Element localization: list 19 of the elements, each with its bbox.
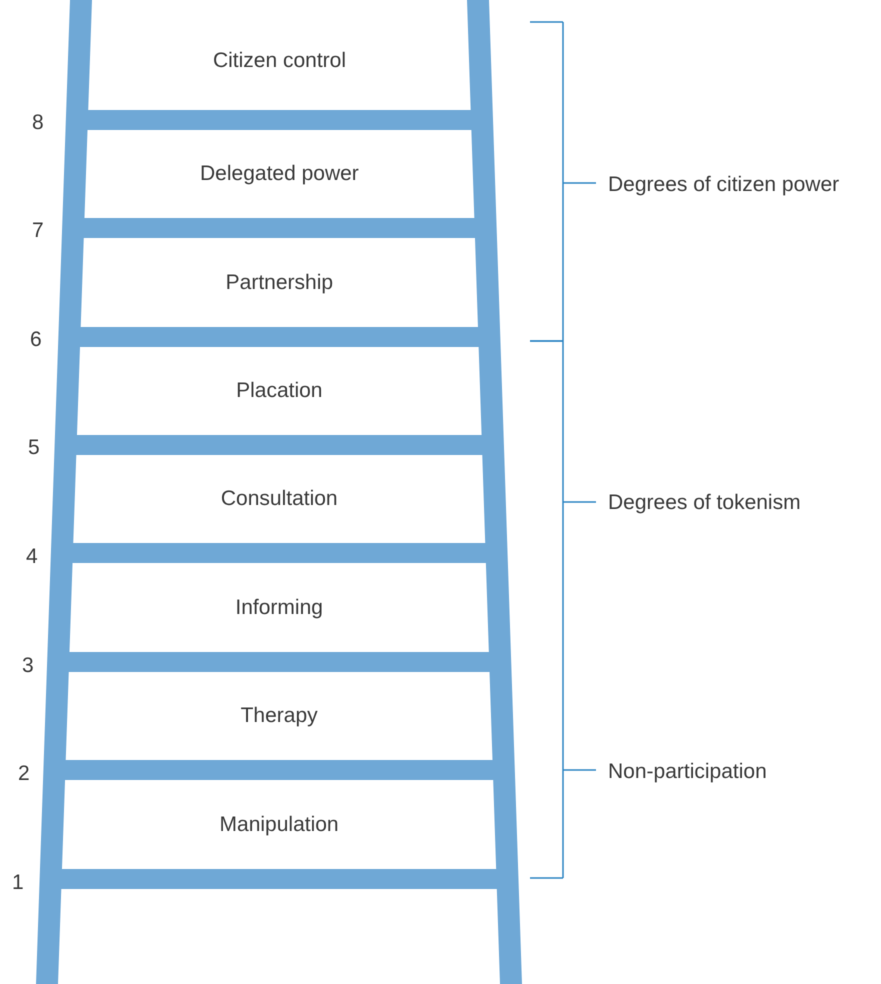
rung-label: Delegated power bbox=[90, 130, 468, 218]
rung-label: Partnership bbox=[86, 238, 472, 327]
rung-label: Placation bbox=[82, 347, 476, 435]
step-number: 7 bbox=[32, 219, 44, 243]
step-number: 3 bbox=[22, 654, 34, 678]
step-number: 2 bbox=[18, 762, 30, 786]
rung-label: Therapy bbox=[71, 672, 487, 760]
rung-label: Citizen control bbox=[94, 12, 465, 110]
step-number: 5 bbox=[28, 436, 40, 460]
step-number: 4 bbox=[26, 545, 38, 569]
step-number: 8 bbox=[32, 111, 44, 135]
bracket-label: Degrees of tokenism bbox=[608, 491, 801, 515]
rung-label: Informing bbox=[75, 563, 484, 652]
step-number: 6 bbox=[30, 328, 42, 352]
rung-label: Consultation bbox=[78, 455, 480, 543]
bracket-label: Degrees of citizen power bbox=[608, 173, 840, 197]
bracket-label: Non-participation bbox=[608, 760, 767, 784]
rung-label: Manipulation bbox=[68, 780, 491, 869]
step-number: 1 bbox=[12, 871, 24, 895]
